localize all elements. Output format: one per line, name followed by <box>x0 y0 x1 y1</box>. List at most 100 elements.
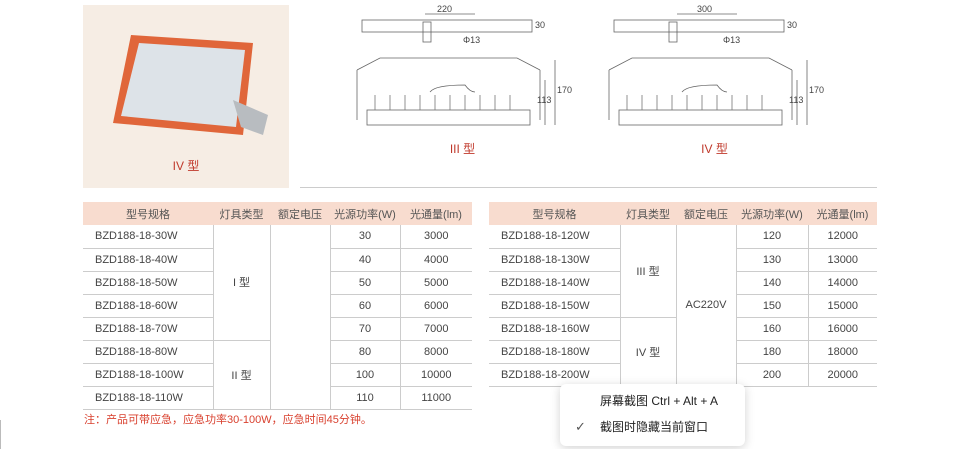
menu-item-hide-window[interactable]: 截图时隐藏当前窗口 <box>600 420 709 434</box>
cell-model: BZD188-18-180W <box>489 340 620 364</box>
cell-flux: 15000 <box>807 294 877 318</box>
dim-h2: 170 <box>557 85 573 95</box>
cell-model: BZD188-18-110W <box>83 386 213 410</box>
cell-flux: 8000 <box>399 340 472 364</box>
cell-power: 30 <box>329 225 400 249</box>
header-power: 光源功率(W) <box>736 202 808 225</box>
cell-power: 100 <box>329 363 400 387</box>
cell-model: BZD188-18-70W <box>83 317 213 341</box>
cell-power: 200 <box>735 363 808 387</box>
table-header: 型号规格灯具类型额定电压光源功率(W)光通量(lm) <box>489 202 877 225</box>
drawing-type-iii: 220 Φ13 30 113 170 III 型 <box>345 0 580 160</box>
cell-power: 120 <box>735 225 808 249</box>
cell-model: BZD188-18-120W <box>489 225 620 249</box>
product-photo: IV 型 <box>83 5 289 188</box>
cell-power: 60 <box>329 294 400 318</box>
cell-power: 160 <box>735 317 808 341</box>
drawing-label: III 型 <box>449 142 476 156</box>
cell-flux: 20000 <box>807 363 877 387</box>
cell-model: BZD188-18-150W <box>489 294 620 318</box>
cell-power: 180 <box>735 340 808 364</box>
cell-voltage: AC220V <box>675 225 736 387</box>
dim-spacing: 300 <box>697 4 713 14</box>
spec-table-left: 型号规格灯具类型额定电压光源功率(W)光通量(lm) BZD188-18-30W… <box>83 202 472 410</box>
header-model: 型号规格 <box>83 202 213 225</box>
cell-flux: 11000 <box>399 386 472 410</box>
dim-bracket: 30 <box>535 20 546 30</box>
cell-model: BZD188-18-50W <box>83 271 213 295</box>
cell-power: 150 <box>735 294 808 318</box>
cell-power: 80 <box>329 340 400 364</box>
cell-power: 110 <box>329 386 400 410</box>
header-type: 灯具类型 <box>620 202 676 225</box>
dim-hole: Φ13 <box>723 35 741 45</box>
cell-flux: 13000 <box>807 248 877 272</box>
cell-model: BZD188-18-60W <box>83 294 213 318</box>
header-type: 灯具类型 <box>213 202 270 225</box>
cell-model: BZD188-18-80W <box>83 340 213 364</box>
cell-flux: 10000 <box>399 363 472 387</box>
cell-power: 140 <box>735 271 808 295</box>
header-voltage: 额定电压 <box>676 202 736 225</box>
cell-type: III 型 <box>619 225 676 318</box>
cell-flux: 16000 <box>807 317 877 341</box>
cell-power: 70 <box>329 317 400 341</box>
floodlight-image <box>113 35 268 135</box>
table-header: 型号规格灯具类型额定电压光源功率(W)光通量(lm) <box>83 202 472 225</box>
cell-flux: 7000 <box>399 317 472 341</box>
drawing-type-iv: 300 Φ13 30 113 170 IV 型 <box>597 0 832 160</box>
cell-model: BZD188-18-100W <box>83 363 213 387</box>
cell-flux: 18000 <box>807 340 877 364</box>
emergency-note: 注：产品可带应急，应急功率30-100W，应急时间45分钟。 <box>84 414 372 426</box>
window-edge <box>0 420 1 449</box>
divider <box>300 187 877 188</box>
cell-model: BZD188-18-140W <box>489 271 620 295</box>
cell-flux: 12000 <box>807 225 877 249</box>
cell-power: 40 <box>329 248 400 272</box>
cell-flux: 3000 <box>399 225 472 249</box>
cell-type: II 型 <box>212 340 270 410</box>
cell-flux: 6000 <box>399 294 472 318</box>
dim-hole: Φ13 <box>463 35 481 45</box>
cell-flux: 4000 <box>399 248 472 272</box>
menu-item-screenshot[interactable]: 屏幕截图 Ctrl + Alt + A <box>600 394 719 408</box>
header-flux: 光通量(lm) <box>808 202 877 225</box>
cell-model: BZD188-18-40W <box>83 248 213 272</box>
dim-h1: 113 <box>537 95 552 105</box>
dim-bracket: 30 <box>787 20 798 30</box>
checkmark-icon: ✓ <box>575 419 586 434</box>
cell-power: 50 <box>329 271 400 295</box>
header-model: 型号规格 <box>489 202 620 225</box>
header-flux: 光通量(lm) <box>400 202 472 225</box>
dim-h1: 113 <box>789 95 804 105</box>
cell-model: BZD188-18-30W <box>83 225 213 249</box>
cell-model: BZD188-18-130W <box>489 248 620 272</box>
cell-model: BZD188-18-200W <box>489 363 620 387</box>
header-voltage: 额定电压 <box>270 202 330 225</box>
spec-table-right: 型号规格灯具类型额定电压光源功率(W)光通量(lm) BZD188-18-120… <box>489 202 877 387</box>
dim-h2: 170 <box>809 85 825 95</box>
cell-type: I 型 <box>212 225 270 341</box>
cell-model: BZD188-18-160W <box>489 317 620 341</box>
dim-spacing: 220 <box>437 4 453 14</box>
drawing-label: IV 型 <box>701 142 728 156</box>
cell-power: 130 <box>735 248 808 272</box>
cell-flux: 14000 <box>807 271 877 295</box>
photo-label: IV 型 <box>172 159 200 173</box>
cell-type: IV 型 <box>619 317 676 387</box>
context-menu: 屏幕截图 Ctrl + Alt + A ✓ 截图时隐藏当前窗口 <box>560 384 745 446</box>
